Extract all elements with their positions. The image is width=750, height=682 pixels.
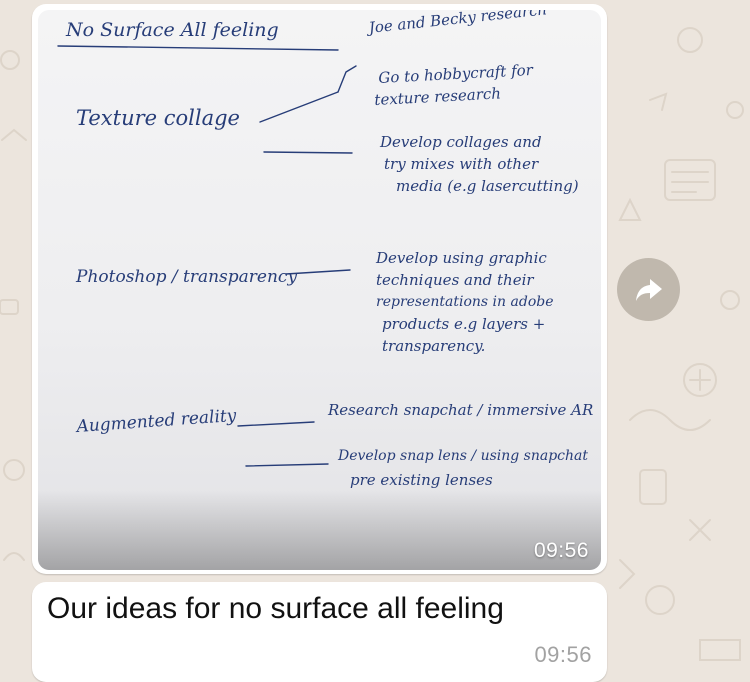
forward-button[interactable] xyxy=(617,258,680,321)
note-line: Develop snap lens / using snapchat xyxy=(338,448,589,464)
text-message-bubble[interactable]: Our ideas for no surface all feeling 09:… xyxy=(32,582,607,682)
note-line: transparency. xyxy=(382,337,486,355)
note-line: pre existing lenses xyxy=(350,471,493,489)
note-line: media (e.g lasercutting) xyxy=(396,177,579,195)
branch-label-texture-collage: Texture collage xyxy=(76,106,240,130)
image-message-bubble[interactable]: No Surface All feeling Texture collage J… xyxy=(32,4,607,574)
branch-label-photoshop: Photoshop / transparency xyxy=(76,267,298,287)
message-text: Our ideas for no surface all feeling xyxy=(47,592,504,625)
image-message-time: 09:56 xyxy=(533,539,589,562)
message-time: 09:56 xyxy=(534,642,592,667)
handwritten-note-photo[interactable]: No Surface All feeling Texture collage J… xyxy=(38,10,601,570)
forward-arrow-icon xyxy=(635,278,662,301)
note-ink-lines xyxy=(57,45,357,467)
note-line: try mixes with other xyxy=(384,155,539,173)
photo-shade xyxy=(38,490,601,570)
note-line: techniques and their xyxy=(376,271,534,289)
note-title: No Surface All feeling xyxy=(66,19,279,41)
note-line: representations in adobe xyxy=(376,294,554,310)
note-line: Develop using graphic xyxy=(376,249,547,267)
note-line: products e.g layers + xyxy=(382,315,546,333)
note-line: Research snapchat / immersive AR xyxy=(328,401,594,419)
note-line: Develop collages and xyxy=(380,133,542,151)
